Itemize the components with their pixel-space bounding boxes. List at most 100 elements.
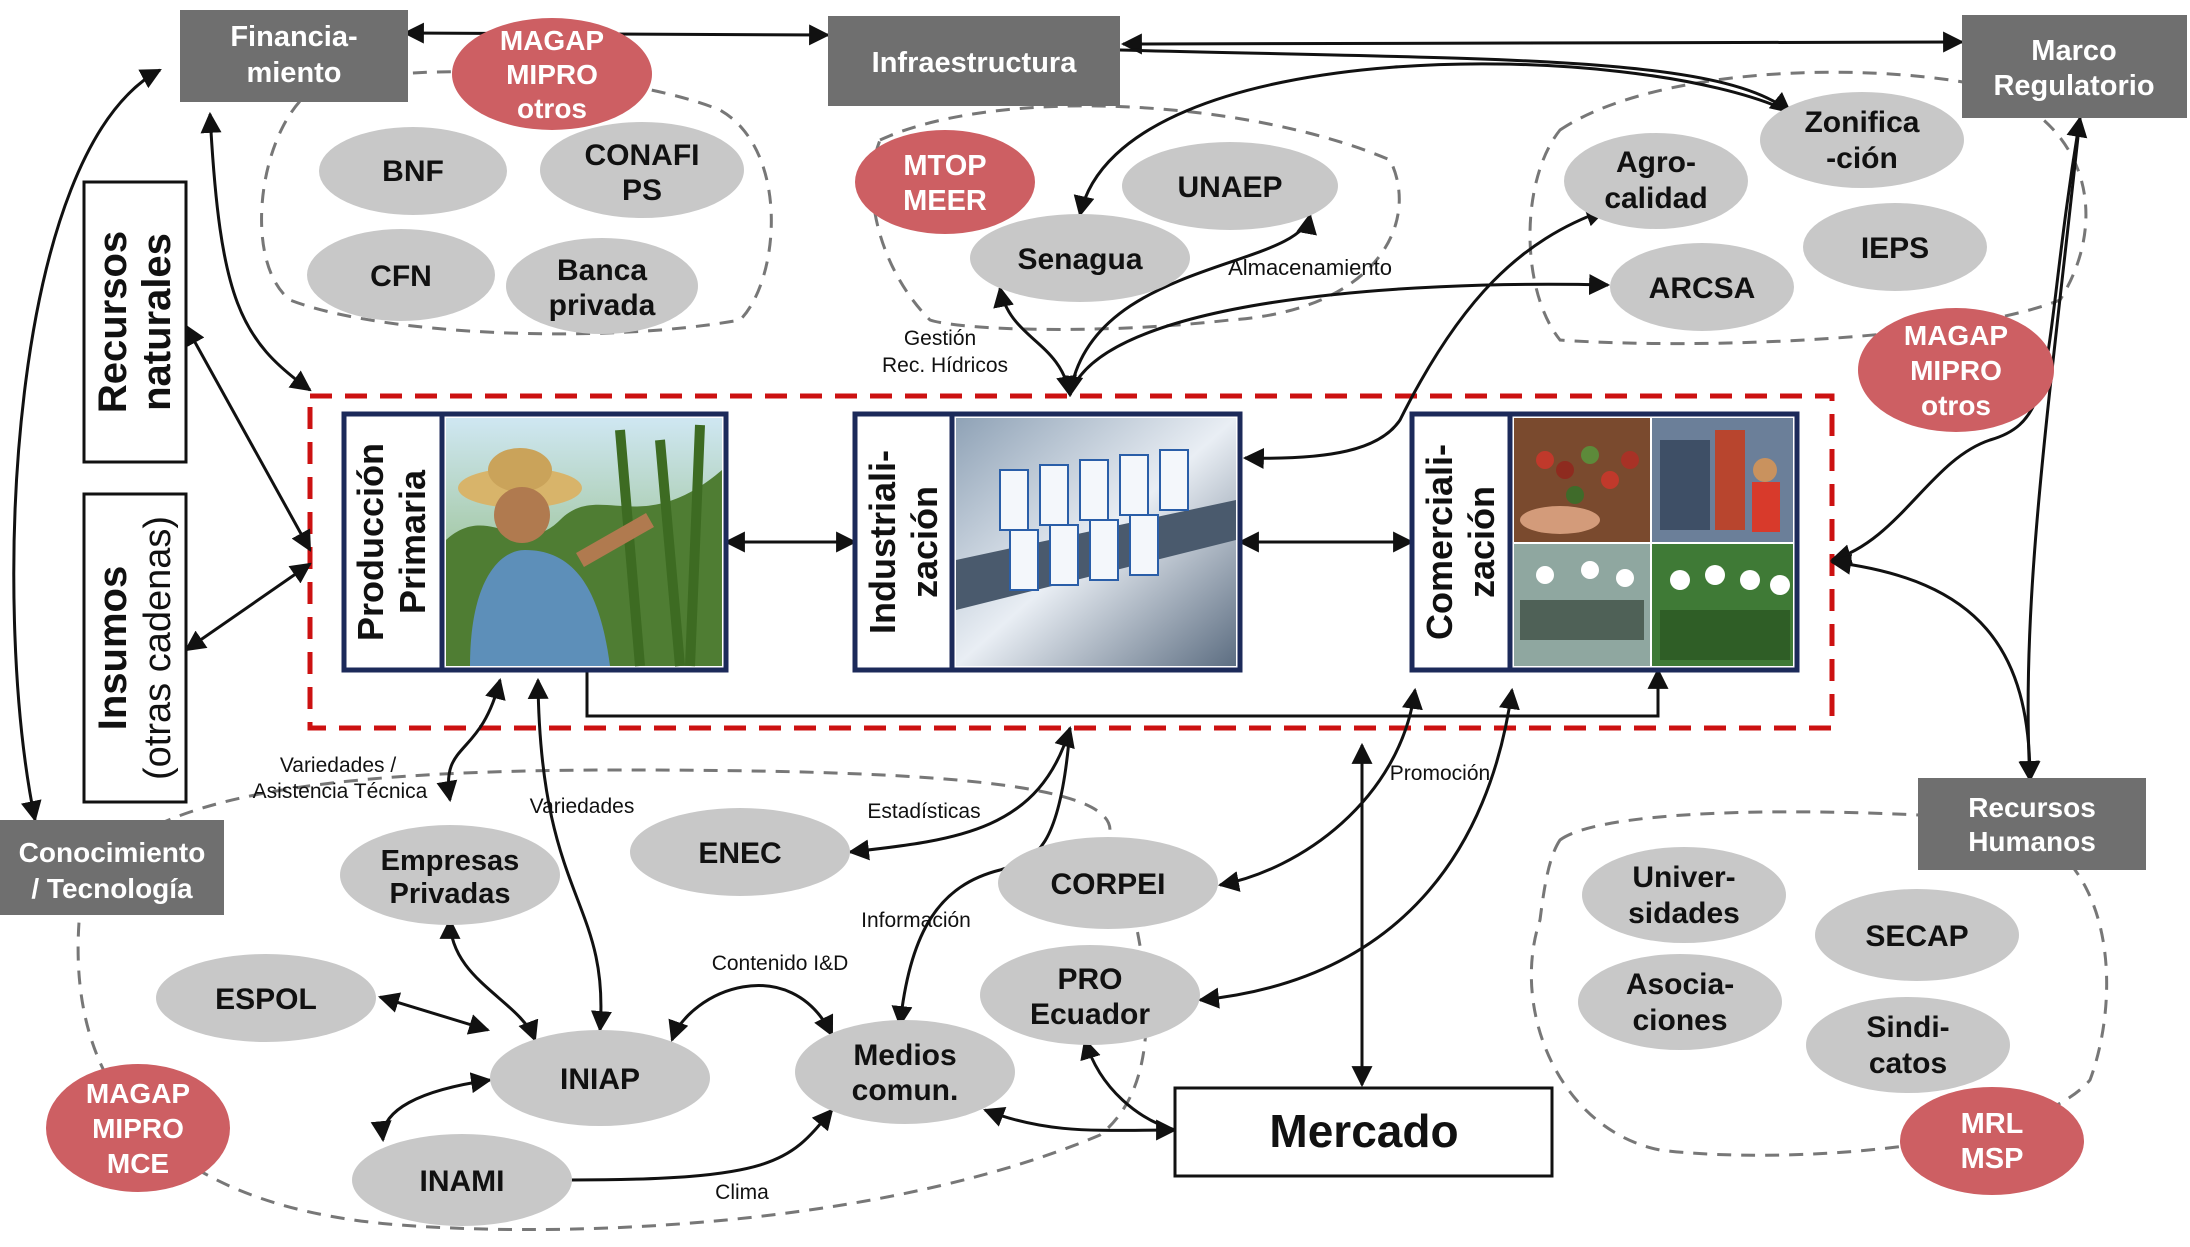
svg-text:MRL: MRL — [1961, 1108, 2024, 1140]
svg-text:calidad: calidad — [1604, 182, 1707, 215]
enec-oval: ENEC — [630, 808, 850, 896]
infrastructure-group-outline — [870, 104, 1401, 331]
svg-text:INIAP: INIAP — [560, 1063, 640, 1096]
arrow-empresas-iniap — [439, 917, 539, 1042]
svg-text:SECAP: SECAP — [1865, 920, 1968, 953]
know-agencies-oval: MAGAP MIPRO MCE — [46, 1064, 230, 1192]
mercado-box: Mercado — [1173, 1086, 1554, 1178]
svg-text:Sindi-: Sindi- — [1866, 1011, 1949, 1044]
produccion-label-1: Producción — [350, 443, 391, 641]
arrow-infra-zonificacion — [1119, 48, 1792, 114]
industrializacion-label-1: Industriali- — [862, 450, 903, 634]
conocimiento-label-1: Conocimiento — [19, 837, 206, 868]
inami-oval: INAMI — [352, 1134, 572, 1226]
produccion-label-2: Primaria — [392, 469, 433, 614]
svg-text:MAGAP: MAGAP — [86, 1078, 190, 1109]
arrow-prod-com-loop — [585, 667, 1669, 718]
arrow-marco-chain — [1829, 115, 2088, 565]
infraestructura-box: Infraestructura — [828, 16, 1120, 106]
recursos-humanos-label-1: Recursos — [1968, 792, 2096, 823]
arrow-senagua-chain — [993, 285, 1077, 398]
fin-agencies-oval: MAGAP MIPRO otros — [452, 18, 652, 130]
gestion-label-2: Rec. Hídricos — [882, 354, 1008, 377]
svg-text:ENEC: ENEC — [698, 837, 781, 870]
variedades-asistencia-label-2: Asistencia Técnica — [253, 780, 428, 803]
connectors — [12, 22, 2088, 1182]
unaep-oval: UNAEP — [1122, 142, 1338, 230]
arrow-zonificacion-senagua — [1073, 62, 1791, 218]
cfn-oval: CFN — [307, 229, 495, 321]
mercado-label: Mercado — [1269, 1105, 1458, 1157]
arrow-insumos-chain — [184, 562, 312, 652]
comercializacion-label-2: zación — [1461, 486, 1502, 598]
senagua-oval: Senagua — [970, 214, 1190, 302]
svg-text:INAMI: INAMI — [420, 1165, 505, 1198]
arrow-arcsa-chain — [1068, 274, 1611, 396]
insumos-box: Insumos (otras cadenas) — [82, 492, 188, 804]
arrow-recursos-chain — [184, 324, 312, 552]
insumos-label-2: (otras cadenas) — [137, 516, 179, 780]
universidades-oval: Univer- sidades — [1582, 847, 1786, 943]
svg-text:Zonifica: Zonifica — [1804, 106, 1919, 139]
arrow-marco-rrhh — [2018, 117, 2082, 783]
marco-box: Marco Regulatorio — [1962, 15, 2187, 118]
marco-label-1: Marco — [2031, 35, 2116, 67]
svg-text:MIPRO: MIPRO — [506, 59, 598, 90]
comercializacion-label-1: Comerciali- — [1419, 444, 1460, 640]
infraestructura-label: Infraestructura — [872, 47, 1078, 79]
industrializacion-stage: Industriali- zación — [852, 411, 1243, 673]
farmer-photo — [446, 418, 722, 667]
arrow-contenido — [668, 984, 834, 1042]
arrow-prod-empresas — [436, 677, 506, 803]
factory-photo — [956, 418, 1236, 666]
arcsa-oval: ARCSA — [1610, 243, 1794, 331]
asociaciones-oval: Asocia- ciones — [1578, 954, 1782, 1050]
recursos-label-1: Recursos — [91, 231, 135, 413]
arrow-fin-chain — [200, 111, 312, 392]
arrow-com-corpei — [1217, 687, 1423, 892]
recursos-label-2: naturales — [135, 233, 179, 411]
svg-text:MAGAP: MAGAP — [500, 25, 604, 56]
arrow-inami-medios — [569, 1108, 834, 1182]
hr-agencies-oval: MRL MSP — [1900, 1087, 2084, 1195]
financiamiento-label-1: Financia- — [230, 21, 357, 53]
produccion-primaria-stage: Producción Primaria — [341, 411, 729, 673]
coffee-photo — [1514, 418, 1650, 542]
svg-text:IEPS: IEPS — [1861, 232, 1929, 265]
arrow-prod-iniap — [527, 677, 612, 1033]
ieps-oval: IEPS — [1803, 203, 1987, 291]
svg-text:Senagua: Senagua — [1017, 243, 1142, 276]
financiamiento-label-2: miento — [246, 57, 341, 89]
svg-text:comun.: comun. — [852, 1074, 959, 1107]
svg-text:otros: otros — [1921, 390, 1991, 421]
svg-text:catos: catos — [1869, 1047, 1947, 1080]
svg-text:Empresas: Empresas — [381, 845, 520, 877]
medios-comun-oval: Medios comun. — [795, 1020, 1015, 1124]
reg-agencies-oval: MAGAP MIPRO otros — [1858, 308, 2054, 432]
vegetable-workers-photo — [1652, 544, 1793, 666]
svg-text:MSP: MSP — [1961, 1143, 2024, 1175]
svg-text:ESPOL: ESPOL — [215, 983, 317, 1016]
comercializacion-stage: Comerciali- zación — [1409, 411, 1800, 673]
bnf-oval: BNF — [319, 127, 507, 215]
svg-text:UNAEP: UNAEP — [1177, 171, 1282, 204]
svg-text:MIPRO: MIPRO — [1910, 355, 2002, 386]
arrow-proecuador-mercado — [1080, 1037, 1176, 1132]
arrow-infra-marco — [1120, 31, 1965, 55]
zonificacion-oval: Zonifica -ción — [1760, 92, 1964, 188]
infra-agencies-oval: MTOP MEER — [855, 130, 1035, 234]
arrow-iniap-inami — [370, 1072, 493, 1143]
svg-text:sidades: sidades — [1628, 897, 1740, 930]
arrow-medios-mercado — [983, 1106, 1178, 1141]
port-photo — [1652, 418, 1793, 542]
svg-text:-ción: -ción — [1826, 142, 1898, 175]
svg-text:ARCSA: ARCSA — [1649, 272, 1756, 305]
financiamiento-box: Financia- miento — [180, 10, 408, 102]
svg-text:Privadas: Privadas — [390, 878, 511, 910]
espol-oval: ESPOL — [156, 954, 376, 1042]
svg-text:MCE: MCE — [107, 1148, 169, 1179]
empresas-privadas-oval: Empresas Privadas — [340, 825, 560, 925]
recursos-naturales-box: Recursos naturales — [82, 180, 188, 464]
arrow-agrocalidad-ind — [1242, 206, 1607, 469]
recursos-humanos-label-2: Humanos — [1968, 826, 2096, 857]
